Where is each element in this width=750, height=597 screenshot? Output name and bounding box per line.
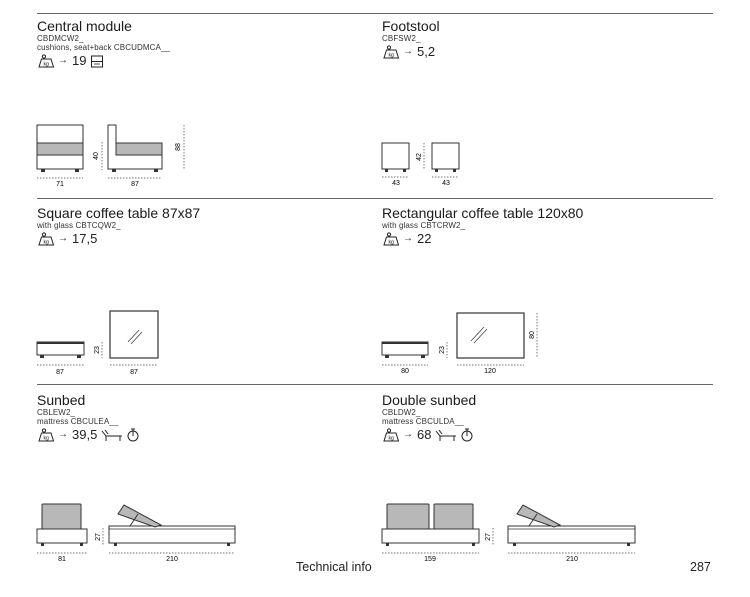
- weight-icon: kg: [383, 232, 400, 246]
- dimension-label: 159: [424, 556, 436, 563]
- dimension-label: 87: [131, 181, 139, 188]
- dimension-label: 27: [95, 533, 102, 541]
- weight-line: kg → 19: [37, 53, 357, 69]
- product-sunbed: Sunbed CBLEW2_ mattress CBCULEA__ kg → 3…: [37, 393, 357, 443]
- product-code: CBLEW2_: [37, 408, 76, 417]
- lounger-icon: [436, 429, 457, 441]
- dimension-label: 23: [94, 346, 101, 354]
- weight-value: 5,2: [417, 44, 436, 59]
- dimension-label: 87: [130, 369, 138, 376]
- weight-line: kg → 17,5: [37, 231, 357, 247]
- section-divider-lower: [37, 384, 713, 385]
- weight-icon-unit: kg: [44, 62, 50, 68]
- weight-line: kg → 5,2: [382, 44, 702, 60]
- product-code: CBLDW2_: [382, 408, 421, 417]
- product-central-module: Central module CBDMCW2_ cushions, seat+b…: [37, 19, 357, 69]
- dimension-label: 81: [58, 556, 66, 563]
- weight-icon: kg: [38, 232, 55, 246]
- product-title: Square coffee table 87x87: [37, 205, 201, 221]
- product-code: cushions, seat+back CBCUDMCA__: [37, 43, 171, 52]
- dimension-label: 88: [175, 143, 182, 151]
- product-footstool: Footstool CBFSW2_ kg → 5,2: [382, 19, 702, 60]
- dimension-label: 120: [484, 368, 496, 375]
- central-module-front-view: [36, 124, 84, 172]
- weight-line: kg → 39,5: [37, 427, 357, 443]
- double-sunbed-side-view: [507, 504, 636, 546]
- dimension-label: 43: [392, 180, 400, 187]
- weight-icon-unit: kg: [44, 436, 50, 442]
- dimension-label: 87: [56, 369, 64, 376]
- central-module-side-view: [107, 124, 163, 172]
- sunbed-front-view: [36, 503, 88, 546]
- weight-value: 22: [417, 231, 432, 246]
- footer-label: Technical info: [296, 560, 372, 574]
- weight-icon-unit: kg: [389, 53, 395, 59]
- section-divider-top: [37, 13, 713, 14]
- adjustable-icon: [461, 428, 473, 442]
- weight-icon-unit: kg: [389, 240, 395, 246]
- rect-table-front-view: [381, 341, 429, 358]
- product-code: CBDMCW2_: [37, 34, 84, 43]
- footstool-front-view: [381, 142, 410, 172]
- product-code: mattress CBCULEA__: [37, 417, 119, 426]
- dimension-label: 43: [442, 180, 450, 187]
- arrow-icon: →: [403, 46, 413, 57]
- rect-table-top-view: [456, 312, 525, 359]
- weight-icon-unit: kg: [389, 436, 395, 442]
- sunbed-side-view: [108, 504, 236, 546]
- product-double-sunbed: Double sunbed CBLDW2_ mattress CBCULDA__…: [382, 393, 702, 443]
- arrow-icon: →: [58, 55, 68, 66]
- double-sunbed-front-view: [381, 503, 480, 546]
- weight-value: 17,5: [72, 231, 98, 246]
- lounger-icon: [101, 429, 123, 441]
- dimension-label: 23: [439, 346, 446, 354]
- dimension-label: 71: [56, 181, 64, 188]
- weight-line: kg → 68: [382, 427, 702, 443]
- product-title: Double sunbed: [382, 392, 477, 408]
- product-rectangular-coffee-table: Rectangular coffee table 120x80 with gla…: [382, 206, 702, 247]
- product-title: Central module: [37, 18, 132, 34]
- square-table-front-view: [36, 341, 85, 358]
- dimension-label: 80: [401, 368, 409, 375]
- weight-value: 19: [72, 53, 87, 68]
- product-square-coffee-table: Square coffee table 87x87 with glass CBT…: [37, 206, 357, 247]
- square-table-top-view: [109, 310, 159, 359]
- dimension-label: 27: [485, 533, 492, 541]
- dimension-label: 210: [166, 556, 178, 563]
- weight-icon: kg: [383, 45, 400, 59]
- section-divider-middle: [37, 198, 713, 199]
- dimension-label: 80: [529, 331, 536, 339]
- weight-line: kg → 22: [382, 231, 702, 247]
- product-code: with glass CBTCQW2_: [37, 221, 121, 230]
- arrow-icon: →: [403, 429, 413, 440]
- product-code: CBFSW2_: [382, 34, 421, 43]
- product-title: Footstool: [382, 18, 440, 34]
- arrow-icon: →: [58, 429, 68, 440]
- dimension-label: 210: [566, 556, 578, 563]
- weight-icon: kg: [38, 428, 55, 442]
- arrow-icon: →: [403, 233, 413, 244]
- product-title: Rectangular coffee table 120x80: [382, 205, 584, 221]
- product-title: Sunbed: [37, 392, 86, 408]
- weight-icon: kg: [383, 428, 400, 442]
- weight-value: 39,5: [72, 427, 98, 442]
- weight-icon: kg: [38, 54, 55, 68]
- dimension-label: 40: [93, 152, 100, 160]
- dimension-label: 42: [416, 153, 423, 161]
- adjustable-icon: [127, 428, 139, 442]
- product-code: mattress CBCULDA__: [382, 417, 464, 426]
- footstool-side-view: [431, 142, 460, 172]
- page-number: 287: [690, 560, 711, 574]
- weight-icon-unit: kg: [44, 240, 50, 246]
- arrow-icon: →: [58, 233, 68, 244]
- stack-icon: [91, 55, 104, 67]
- product-code: with glass CBTCRW2_: [382, 221, 466, 230]
- weight-value: 68: [417, 427, 432, 442]
